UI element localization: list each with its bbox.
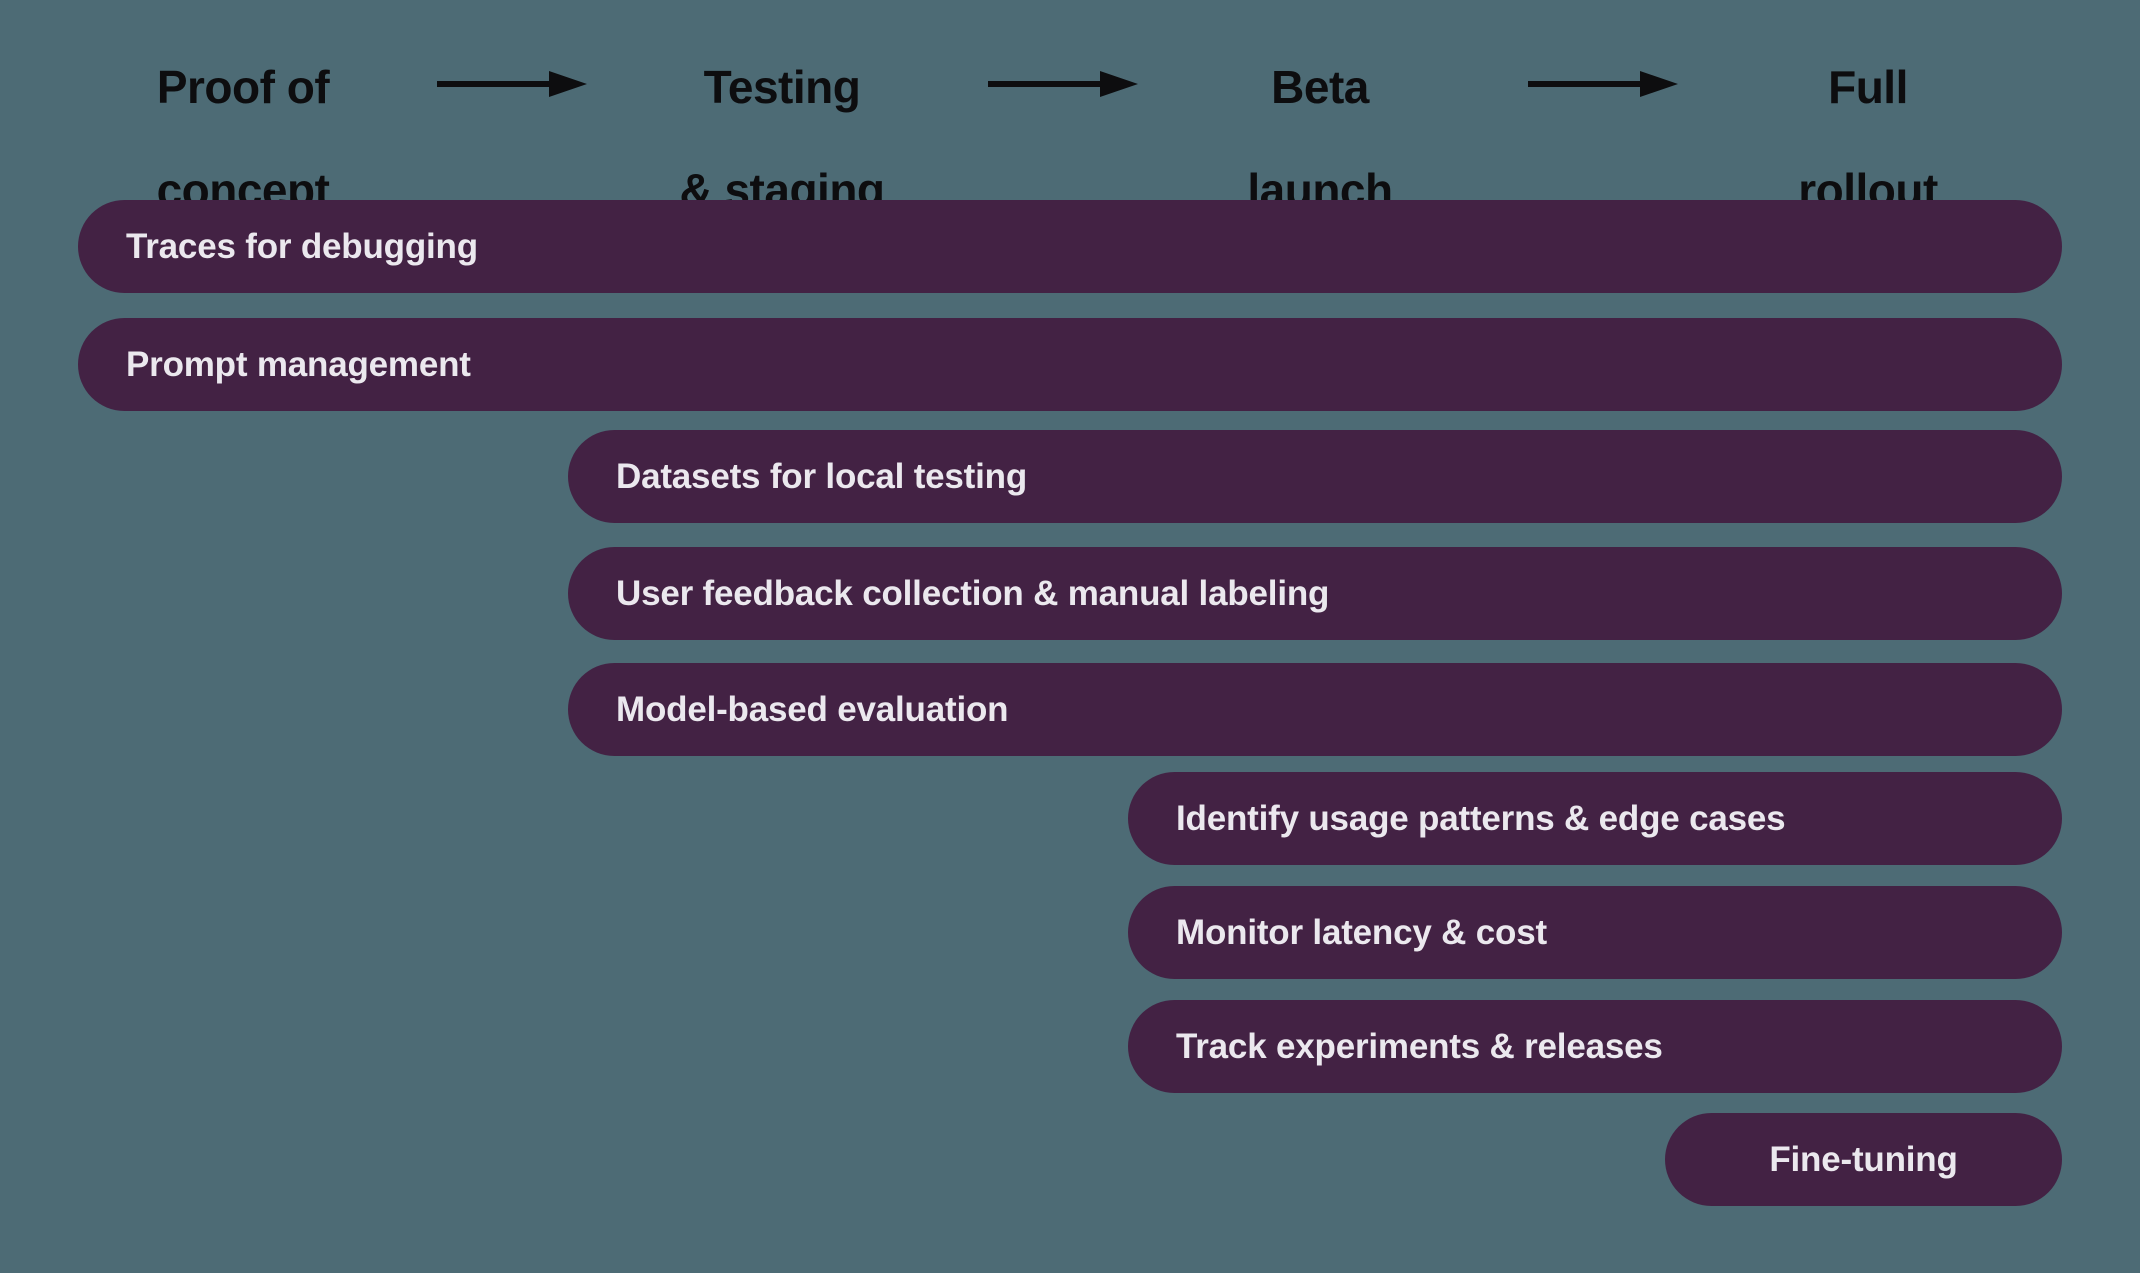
capability-bar-prompt-management[interactable]: Prompt management [78,318,2062,411]
capability-bar-model-based-evaluation[interactable]: Model-based evaluation [568,663,2062,756]
arrow-stage-2-to-3 [988,64,1138,104]
capability-bar-fine-tuning[interactable]: Fine-tuning [1665,1113,2062,1206]
capability-bar-label: Track experiments & releases [1176,1027,1663,1066]
capability-bar-label: Datasets for local testing [616,457,1028,496]
capability-bar-label: Model-based evaluation [616,690,1009,729]
stage-label-line1: Proof of [156,60,330,113]
capability-bar-track-experiments-and-releases[interactable]: Track experiments & releases [1128,1000,2062,1093]
capability-bar-user-feedback-collection[interactable]: User feedback collection & manual labeli… [568,547,2062,640]
arrow-stage-3-to-4 [1528,64,1678,104]
stage-label-line1: Full [1828,60,1908,113]
arrow-stage-1-to-2 [437,64,587,104]
capability-bar-label: Monitor latency & cost [1176,913,1547,952]
stage-label-line1: Beta [1271,60,1369,113]
capability-bar-label: Fine-tuning [1769,1140,1958,1179]
capability-bar-label: Prompt management [126,345,471,384]
stage-label-line1: Testing [703,60,861,113]
capability-bar-monitor-latency-and-cost[interactable]: Monitor latency & cost [1128,886,2062,979]
stage-header-row: Proof of concept Testing & staging Beta … [0,0,2140,215]
capability-bar-label: User feedback collection & manual labeli… [616,574,1330,613]
capability-bar-datasets-for-local-testing[interactable]: Datasets for local testing [568,430,2062,523]
capability-bar-label: Traces for debugging [126,227,478,266]
capability-bar-traces-for-debugging[interactable]: Traces for debugging [78,200,2062,293]
capability-bar-label: Identify usage patterns & edge cases [1176,799,1786,838]
capability-bar-identify-usage-patterns[interactable]: Identify usage patterns & edge cases [1128,772,2062,865]
